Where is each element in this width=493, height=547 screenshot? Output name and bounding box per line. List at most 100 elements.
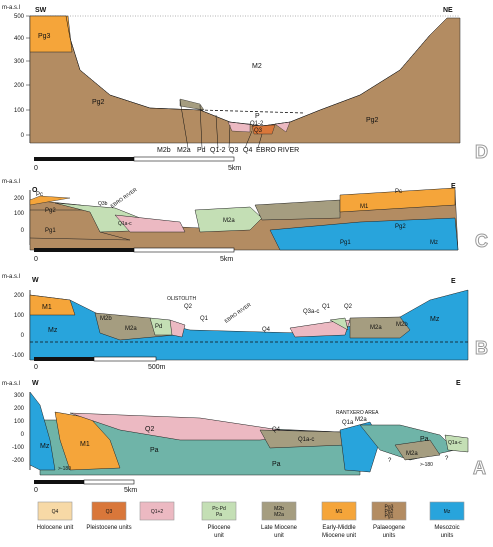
unit-label: Q3a-c	[303, 309, 319, 315]
legend-label: unit	[274, 533, 284, 539]
unit-label: ?	[388, 458, 392, 464]
legend-swatch-text: M1	[336, 509, 343, 515]
tick-label: 100	[14, 313, 25, 319]
direction-label: SW	[35, 7, 47, 14]
legend-swatch-text: Pg1	[385, 514, 394, 520]
unit-label: P	[255, 113, 260, 120]
unit-label: Pc	[36, 192, 43, 198]
unit-label: M2a	[223, 218, 235, 224]
unit-label: Mz	[48, 327, 58, 334]
unit-label: RANTXERO AREA	[336, 410, 379, 416]
direction-label: O	[32, 187, 38, 194]
river-label: EBRO RIVER	[110, 187, 139, 210]
tick-label: 200	[14, 83, 25, 89]
scale-bar	[34, 480, 84, 484]
unit-label: Pg2	[395, 224, 406, 230]
river-label: EBRO RIVER	[224, 302, 253, 325]
unit-label: ?	[445, 456, 449, 462]
direction-label: E	[451, 183, 456, 190]
unit-label: M2	[252, 63, 262, 70]
legend-label: Palaeogene	[373, 525, 406, 531]
tick-label: 300	[14, 393, 25, 399]
tick-label: 200	[14, 196, 25, 202]
unit-label: Pg3	[38, 33, 51, 40]
unit-label: Pa	[272, 461, 281, 468]
unit-label: Mz	[430, 316, 440, 323]
unit-label: Q1	[200, 316, 209, 322]
unit-label: Mz	[40, 443, 50, 450]
unit-label: >-180	[420, 462, 433, 468]
unit-label: Q1a	[342, 420, 354, 426]
axis-unit: m-a.s.l	[2, 179, 20, 185]
unit-label: Pg2	[366, 117, 379, 124]
tick-label: 0	[21, 133, 25, 139]
unit-label: Q4	[272, 427, 281, 433]
legend-swatch-text: Pg2	[385, 509, 394, 515]
tick-label: -100	[12, 445, 25, 451]
axis-unit: m-a.s.l	[2, 381, 20, 387]
legend-swatch-text: Mz	[444, 509, 451, 515]
unit-label: Pg1	[45, 228, 56, 234]
unit-label: Pa	[150, 447, 159, 454]
unit-label: M1	[80, 441, 90, 448]
unit-label: M2a	[125, 326, 137, 332]
tick-label: 500	[14, 14, 25, 20]
callout-label: Q1-2	[210, 147, 226, 154]
tick-label: 200	[14, 293, 25, 299]
scale-label: 0	[34, 256, 38, 263]
direction-label: E	[451, 278, 456, 285]
legend-swatch-q3	[91, 501, 127, 521]
unit-label: Pg1	[340, 240, 351, 246]
scale-label: 0	[34, 364, 38, 371]
panel-letter: A	[473, 458, 486, 478]
pg3-unit-fill	[29, 15, 73, 53]
unit-label: Pd	[155, 324, 162, 330]
legend-swatch-text: Pa	[216, 512, 222, 518]
unit-label: Pg2	[92, 99, 105, 106]
unit-label: >-180	[58, 466, 71, 472]
legend-label: units	[383, 533, 396, 539]
unit-label: M1	[42, 304, 52, 311]
tick-label: 100	[14, 211, 25, 217]
legend-swatch-m2	[261, 501, 297, 521]
scale-bar	[34, 357, 94, 361]
scale-label: 0	[34, 165, 38, 172]
callout-label: EBRO RIVER	[256, 147, 299, 154]
legend-swatch-q4	[37, 501, 73, 521]
unit-label: M2b	[396, 322, 408, 328]
axis-unit: m-a.s.l	[2, 274, 20, 280]
axis-unit: m-a.s.l	[2, 5, 20, 11]
unit-label: M2b	[100, 316, 112, 322]
legend-swatch-pc	[201, 501, 237, 521]
panel-b: m-a.s.l 200 100 0 -100 W E M1 Mz M2b M2a…	[2, 274, 489, 371]
unit-label: Q1a-c	[298, 437, 314, 443]
scale-label: 5km	[228, 165, 241, 172]
scale-label: 0	[34, 487, 38, 494]
unit-label: Q1a-c	[118, 221, 132, 227]
unit-label: M2a	[370, 325, 382, 331]
unit-label: Q1	[322, 304, 331, 310]
callout-label: M2b	[157, 147, 171, 154]
unit-label: Q2	[184, 304, 193, 310]
tick-label: 200	[14, 406, 25, 412]
legend-swatch-mz	[429, 501, 465, 521]
unit-label: M1	[360, 204, 369, 210]
legend-swatch-text: M2a	[274, 512, 284, 518]
panel-letter: D	[475, 142, 488, 162]
legend-label: Holocene unit	[37, 525, 74, 531]
unit-label: OLISTOLITH	[167, 296, 196, 302]
direction-label: E	[456, 380, 461, 387]
legend-label: Late Miocene	[261, 525, 298, 531]
legend-swatch-text: Pc-Pd	[212, 506, 226, 512]
tick-label: 0	[21, 432, 25, 438]
unit-label: Q1-2	[250, 121, 264, 127]
unit-label: Mz	[430, 240, 438, 246]
unit-label: Q3b	[98, 201, 108, 207]
unit-label: Q4	[262, 327, 271, 333]
panel-letter: B	[475, 338, 488, 358]
unit-label: Q2	[344, 304, 353, 310]
legend-label: units	[441, 533, 454, 539]
legend-label: Pliocene	[207, 525, 231, 531]
